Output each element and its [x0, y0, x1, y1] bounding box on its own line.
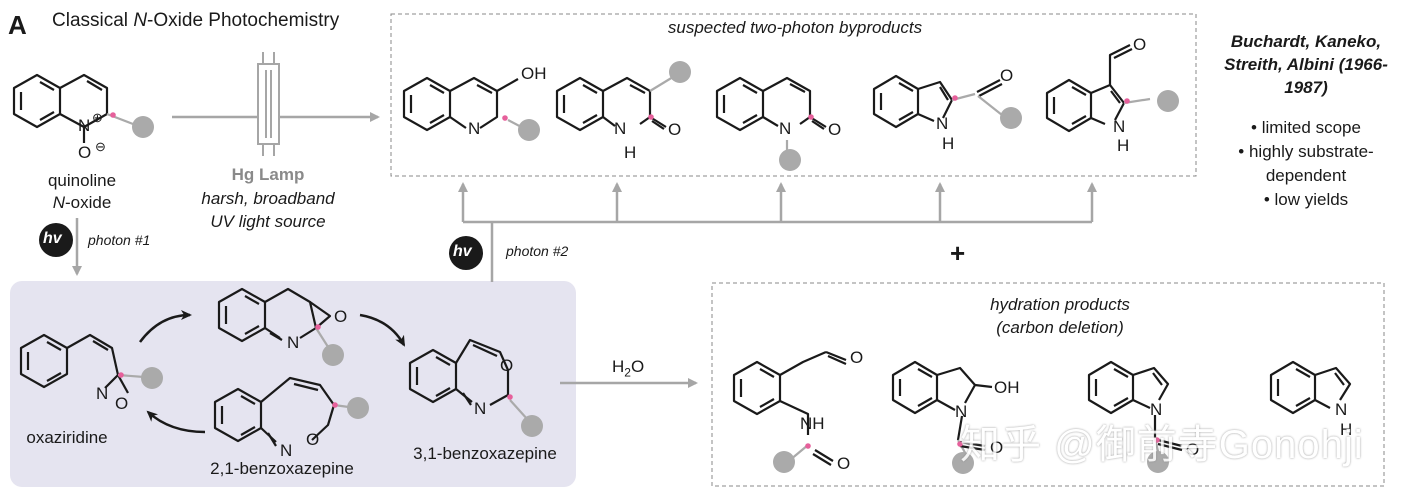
atom-h-bp4: H	[942, 134, 955, 153]
atom-n-hp3: N	[1150, 400, 1163, 419]
lamp-description-2: UV light source	[210, 212, 326, 231]
atom-n-bp4: N	[936, 114, 949, 133]
lamp-name: Hg Lamp	[231, 165, 305, 184]
atom-n-bp5: N	[1113, 117, 1126, 136]
atom-h-hp4: H	[1340, 420, 1353, 439]
hydration-box	[711, 282, 1385, 487]
panel-title: Classical N-Oxide Photochemistry	[52, 10, 340, 31]
atom-h-bp2: H	[624, 143, 637, 162]
atom-n-oxaz: N	[96, 384, 109, 403]
reagent-water: H2O	[612, 357, 645, 380]
hv-badge-1	[39, 223, 73, 257]
hydration-title-1: hydration products	[990, 295, 1130, 314]
substituent-dots	[132, 61, 1179, 474]
quinoline-n-oxide-structure	[12, 73, 134, 143]
atom-o-hp2: O	[990, 438, 1004, 457]
atom-n-epox: N	[287, 333, 300, 352]
atom-o-hp3: O	[1186, 440, 1200, 459]
photon-2-label: photon #2	[506, 243, 569, 259]
hv-badge-2	[449, 236, 483, 270]
benzoxazepine-31-structure	[408, 338, 529, 421]
photon-1-label: photon #1	[88, 232, 151, 248]
atom-n-bp1: N	[468, 119, 481, 138]
label-21-benzoxazepine: 2,1-benzoxazepine	[210, 459, 354, 478]
byproduct-hydroxyquinoline-structure	[402, 76, 528, 132]
hydration-product-4-structure	[1269, 360, 1352, 415]
atom-oh-1: OH	[521, 64, 547, 83]
hydration-title-2: (carbon deletion)	[996, 318, 1124, 337]
intermediates-panel	[10, 281, 576, 487]
atom-o-bp5: O	[1133, 35, 1147, 54]
start-material-name: quinoline N-oxide	[47, 171, 117, 212]
lamp-description-1: harsh, broadband	[201, 189, 335, 208]
byproducts-title: suspected two-photon byproducts	[667, 18, 923, 37]
atom-o-hp1b: O	[837, 454, 851, 473]
plus-sign: +	[950, 238, 966, 268]
bullet-2-cont: dependent	[1265, 166, 1347, 185]
references: Buchardt, Kaneko, Streith, Albini (1966-…	[1224, 32, 1388, 97]
label-oxaziridine: oxaziridine	[26, 428, 108, 447]
atom-n-bp3: N	[779, 119, 792, 138]
watermark: 知乎 @御前寺Gonohji	[960, 423, 1364, 467]
atom-o-bp4: O	[1000, 66, 1014, 85]
atom-n: N	[78, 116, 91, 135]
atom-o: O	[78, 143, 92, 162]
byproduct-acylindole-structure	[872, 74, 1003, 129]
atom-o-epox: O	[334, 307, 348, 326]
byproduct-n-quinolinone-structure	[715, 76, 827, 155]
panel-letter: A	[8, 10, 27, 40]
atom-n-bp2: N	[614, 119, 627, 138]
atom-n-hp2: N	[955, 402, 968, 421]
atom-o-bp3: O	[828, 120, 842, 139]
atom-o-21: O	[306, 430, 320, 449]
atom-oh-hp2: OH	[994, 378, 1020, 397]
atom-o-oxaz: O	[115, 394, 129, 413]
isomerization-arrows	[138, 310, 406, 434]
epoxide-intermediate-structure	[217, 287, 332, 351]
bullet-2: • highly substrate-	[1238, 142, 1374, 161]
bullet-1: • limited scope	[1251, 118, 1361, 137]
bullet-3: • low yields	[1263, 190, 1349, 209]
photon-2-arrows	[458, 182, 1097, 282]
oxaziridine-structure	[19, 333, 145, 394]
hv-label-1: hv	[43, 230, 62, 247]
atom-n-hp4: N	[1335, 400, 1348, 419]
byproducts-box	[390, 13, 1197, 177]
byproduct-formylindole-structure	[1045, 44, 1151, 133]
atom-n-31: N	[474, 399, 487, 418]
charge-plus: ⊕	[92, 110, 103, 125]
atom-n-21: N	[280, 441, 293, 460]
byproduct-quinolinone-structure	[555, 76, 674, 132]
hydration-product-3-structure	[1087, 360, 1183, 461]
atom-o-bp2: O	[668, 120, 682, 139]
atom-o-31: O	[500, 356, 514, 375]
atom-h-bp5: H	[1117, 136, 1130, 155]
charge-minus: ⊖	[95, 139, 106, 154]
hg-lamp-icon	[257, 52, 280, 156]
reactive-carbon-markers	[110, 95, 1160, 449]
atom-o-hp1: O	[850, 348, 864, 367]
label-31-benzoxazepine: 3,1-benzoxazepine	[413, 444, 557, 463]
hv-label-2: hv	[453, 243, 472, 260]
benzoxazepine-21-structure	[213, 376, 357, 447]
hydration-product-1-structure	[732, 350, 847, 466]
atom-nh-hp1: NH	[800, 414, 825, 433]
